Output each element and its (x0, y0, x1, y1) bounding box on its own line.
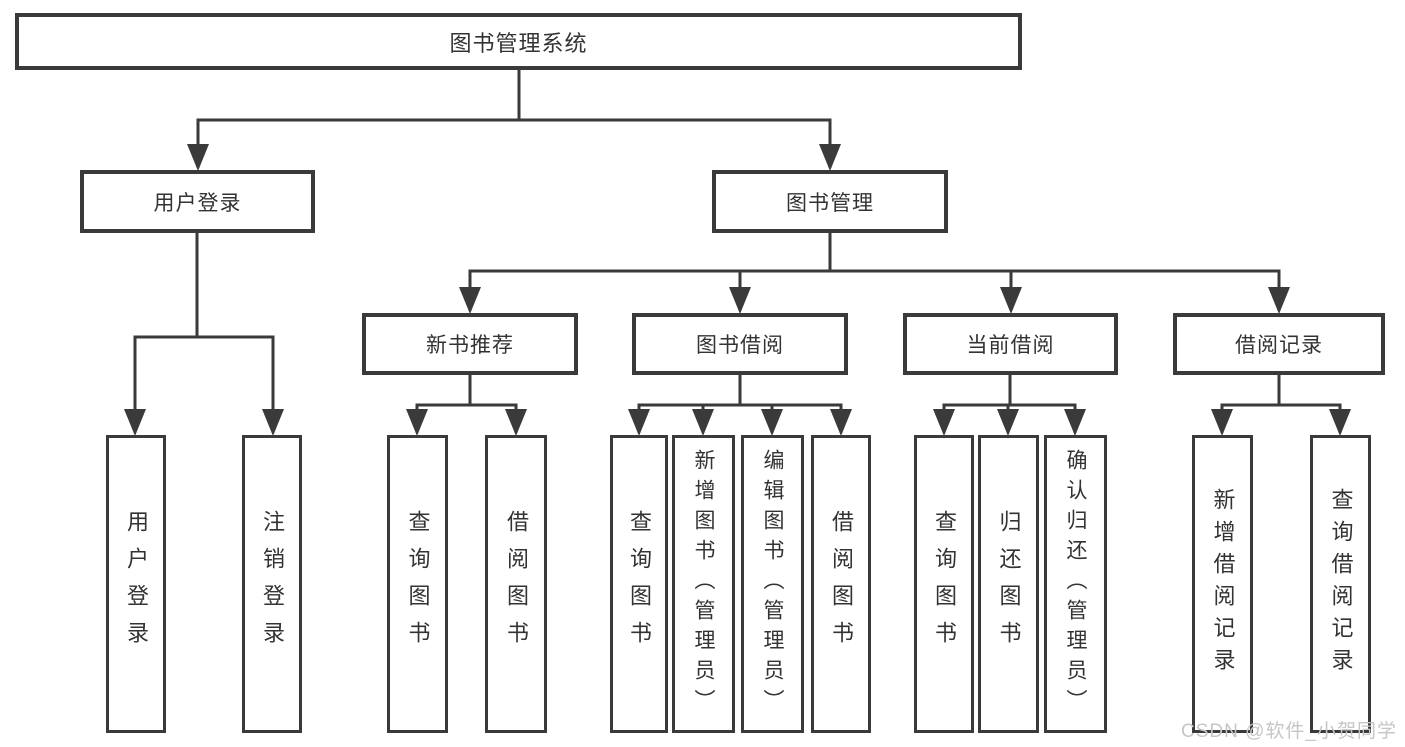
leaf-query-books-recommend: 查询图书 (387, 435, 448, 733)
arrowhead-icon (505, 409, 527, 436)
arrowhead-icon (1329, 409, 1351, 436)
arrowhead-icon (729, 287, 751, 314)
node-current-borrow: 当前借阅 (903, 313, 1118, 375)
node-label: 图书管理 (786, 191, 874, 215)
arrowhead-icon (933, 409, 955, 436)
leaf-query-books-borrow: 查询图书 (610, 435, 668, 733)
arrowhead-icon (1268, 287, 1290, 314)
node-label: 新增借阅记录 (1210, 488, 1236, 680)
node-new-book-recommend: 新书推荐 (362, 313, 578, 375)
node-label: 确认归还（管理员） (1064, 449, 1087, 719)
node-label: 查询借阅记录 (1328, 488, 1354, 680)
node-user-login: 用户登录 (80, 170, 315, 233)
arrowhead-icon (1211, 409, 1233, 436)
leaf-borrow-books-recommend: 借阅图书 (485, 435, 547, 733)
node-label: 图书管理系统 (449, 30, 588, 56)
node-label: 查询图书 (405, 510, 431, 658)
node-label: 借阅图书 (829, 510, 854, 658)
node-label: 借阅图书 (504, 510, 529, 658)
node-label: 借阅记录 (1235, 334, 1323, 357)
leaf-add-borrow-record: 新增借阅记录 (1192, 435, 1253, 733)
node-book-management: 图书管理 (712, 170, 948, 233)
connector-user-login-to-leaves (133, 233, 275, 433)
connector-book-borrow-to-leaves (637, 375, 843, 433)
arrowhead-icon (819, 144, 841, 171)
node-label: 新增图书（管理员） (692, 449, 715, 719)
arrowhead-icon (187, 144, 209, 171)
connector-book-management-to-level3 (468, 233, 1281, 311)
arrowhead-icon (1064, 409, 1086, 436)
node-label: 用户登录 (124, 510, 149, 658)
node-label: 归还图书 (996, 510, 1022, 658)
arrowhead-icon (997, 409, 1019, 436)
leaf-add-books-admin: 新增图书（管理员） (672, 435, 735, 733)
connector-new-book-recommend-to-leaves (415, 375, 518, 433)
leaf-borrow-books: 借阅图书 (811, 435, 871, 733)
connector-borrow-records-to-leaves (1220, 375, 1342, 433)
arrowhead-icon (1000, 287, 1022, 314)
arrowhead-icon (459, 287, 481, 314)
node-label: 注销登录 (260, 510, 285, 658)
node-label: 查询图书 (932, 510, 957, 658)
node-label: 当前借阅 (966, 334, 1055, 357)
leaf-user-login: 用户登录 (106, 435, 166, 733)
csdn-watermark: CSDN @软件_小贺同学 (1181, 721, 1397, 742)
arrowhead-icon (692, 409, 714, 436)
node-borrow-records: 借阅记录 (1173, 313, 1385, 375)
arrowhead-icon (124, 409, 146, 436)
arrowhead-icon (761, 409, 783, 436)
node-label: 用户登录 (153, 191, 242, 215)
arrowhead-icon (262, 409, 284, 436)
leaf-query-books-current: 查询图书 (914, 435, 974, 733)
node-library-management-system: 图书管理系统 (15, 13, 1022, 70)
leaf-edit-books-admin: 编辑图书（管理员） (741, 435, 804, 733)
leaf-confirm-return-admin: 确认归还（管理员） (1044, 435, 1107, 733)
node-label: 编辑图书（管理员） (761, 449, 784, 719)
leaf-query-borrow-record: 查询借阅记录 (1310, 435, 1371, 733)
node-label: 新书推荐 (426, 334, 514, 357)
node-label: 图书借阅 (696, 334, 784, 357)
arrowhead-icon (406, 409, 428, 436)
arrowhead-icon (628, 409, 650, 436)
node-book-borrow: 图书借阅 (632, 313, 848, 375)
leaf-logout: 注销登录 (242, 435, 302, 733)
node-label: 查询图书 (627, 510, 652, 658)
arrowhead-icon (830, 409, 852, 436)
leaf-return-books: 归还图书 (978, 435, 1039, 733)
connector-root-to-level2 (196, 70, 832, 168)
